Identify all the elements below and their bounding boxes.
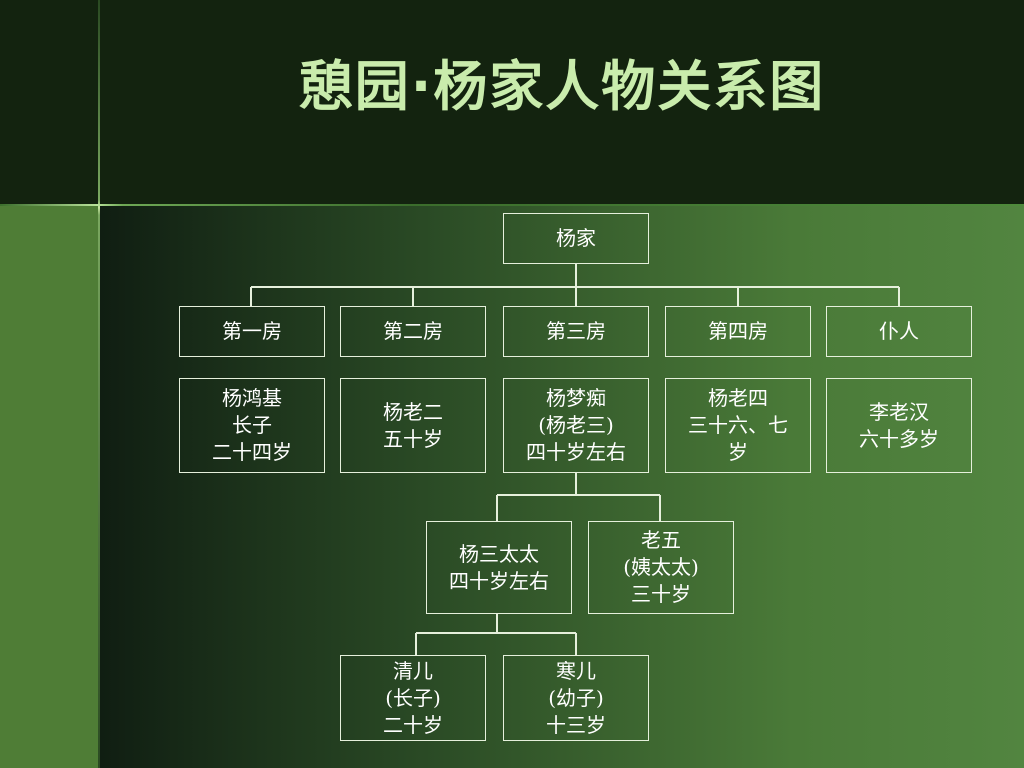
person-age: 五十岁 (383, 426, 443, 451)
title-band (0, 0, 1024, 205)
branch-label: 仆人 (879, 319, 919, 343)
person-age: 三十岁 (631, 582, 691, 606)
person-name: 杨老二 (383, 399, 443, 424)
person-age: 三十六、七 (688, 413, 788, 437)
person-age: 四十岁左右 (449, 568, 549, 593)
diagram-panel (100, 205, 1024, 768)
person-age: 二十岁 (383, 712, 443, 737)
person-age: 二十四岁 (212, 440, 292, 464)
person-age-suffix: 岁 (728, 440, 748, 464)
person-name: 杨鸿基 (222, 386, 282, 410)
person-name: 清儿 (393, 658, 433, 683)
person-age: 六十多岁 (859, 426, 939, 451)
branch-node-2: 第二房 (340, 306, 486, 357)
branch-node-4: 第四房 (665, 306, 811, 357)
person-role: (幼子) (548, 685, 604, 710)
person-node-yang-mengchi: 杨梦痴 (杨老三) 四十岁左右 (503, 378, 649, 473)
spouse-node-laowu: 老五 (姨太太) 三十岁 (588, 521, 734, 614)
person-age: 十三岁 (546, 712, 606, 737)
root-node: 杨家 (503, 213, 649, 264)
left-accent-band (0, 205, 100, 768)
branch-label: 第三房 (546, 319, 606, 343)
child-node-haner: 寒儿 (幼子) 十三岁 (503, 655, 649, 741)
child-node-qinger: 清儿 (长子) 二十岁 (340, 655, 486, 741)
spouse-node-yang-santaitai: 杨三太太 四十岁左右 (426, 521, 572, 614)
person-age: 四十岁左右 (526, 440, 626, 464)
person-name: 杨老四 (708, 386, 768, 410)
horizontal-accent-line (0, 204, 1024, 206)
person-name: 杨梦痴 (546, 386, 606, 410)
branch-label: 第二房 (383, 319, 443, 343)
branch-label: 第一房 (222, 319, 282, 343)
person-node-yang-hongji: 杨鸿基 长子 二十四岁 (179, 378, 325, 473)
branch-node-3: 第三房 (503, 306, 649, 357)
person-node-li-laohan: 李老汉 六十多岁 (826, 378, 972, 473)
person-name: 老五 (641, 528, 681, 552)
person-role: (长子) (385, 685, 441, 710)
person-name: 李老汉 (869, 399, 929, 424)
person-node-yang-laosi: 杨老四 三十六、七 岁 (665, 378, 811, 473)
branch-node-5: 仆人 (826, 306, 972, 357)
branch-node-1: 第一房 (179, 306, 325, 357)
person-name: 杨三太太 (459, 541, 539, 566)
person-alias: (杨老三) (538, 413, 614, 437)
person-role: (姨太太) (623, 555, 699, 579)
person-name: 寒儿 (556, 658, 596, 683)
branch-label: 第四房 (708, 319, 768, 343)
person-role: 长子 (232, 413, 272, 437)
page-title: 憩园·杨家人物关系图 (298, 55, 826, 118)
person-node-yang-laoer: 杨老二 五十岁 (340, 378, 486, 473)
vertical-accent-line (98, 0, 100, 768)
root-label: 杨家 (556, 226, 596, 250)
